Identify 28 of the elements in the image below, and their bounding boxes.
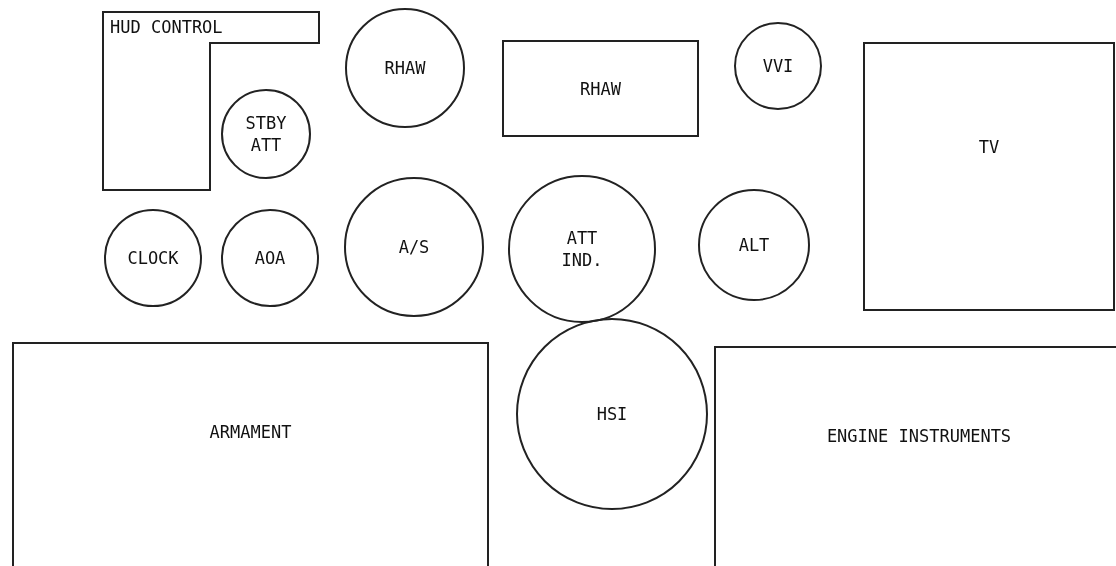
panel-box <box>714 346 1116 566</box>
instrument-label: A/S <box>398 236 430 258</box>
instrument-label: STBY ATT <box>244 112 288 156</box>
gauge-circle <box>698 189 810 301</box>
control-panel <box>102 11 320 191</box>
gauge-circle <box>345 8 465 128</box>
gauge-circle <box>516 318 708 510</box>
instrument-label: HSI <box>596 403 628 425</box>
instrument-label: TV <box>978 135 1000 158</box>
instrument-label: ENGINE INSTRUMENTS <box>826 425 1012 447</box>
instrument-label: ARMAMENT <box>209 421 292 443</box>
instrument-label: HUD CONTROL <box>110 16 223 38</box>
instrument-label: VVI <box>762 55 794 77</box>
panel-box <box>12 342 489 566</box>
panel-box <box>863 42 1115 311</box>
instrument-label: ALT <box>738 234 770 256</box>
instrument-label: CLOCK <box>127 247 179 269</box>
gauge-circle <box>344 177 484 317</box>
gauge-circle <box>734 22 822 110</box>
instrument-label: RHAW <box>384 57 426 79</box>
instrument-label: AOA <box>254 247 286 269</box>
gauge-circle <box>508 175 656 323</box>
gauge-circle <box>104 209 202 307</box>
instrument-label: RHAW <box>580 77 621 100</box>
gauge-circle <box>221 209 319 307</box>
gauge-circle <box>221 89 311 179</box>
panel-box <box>502 40 699 137</box>
instrument-label: ATT IND. <box>560 227 604 271</box>
